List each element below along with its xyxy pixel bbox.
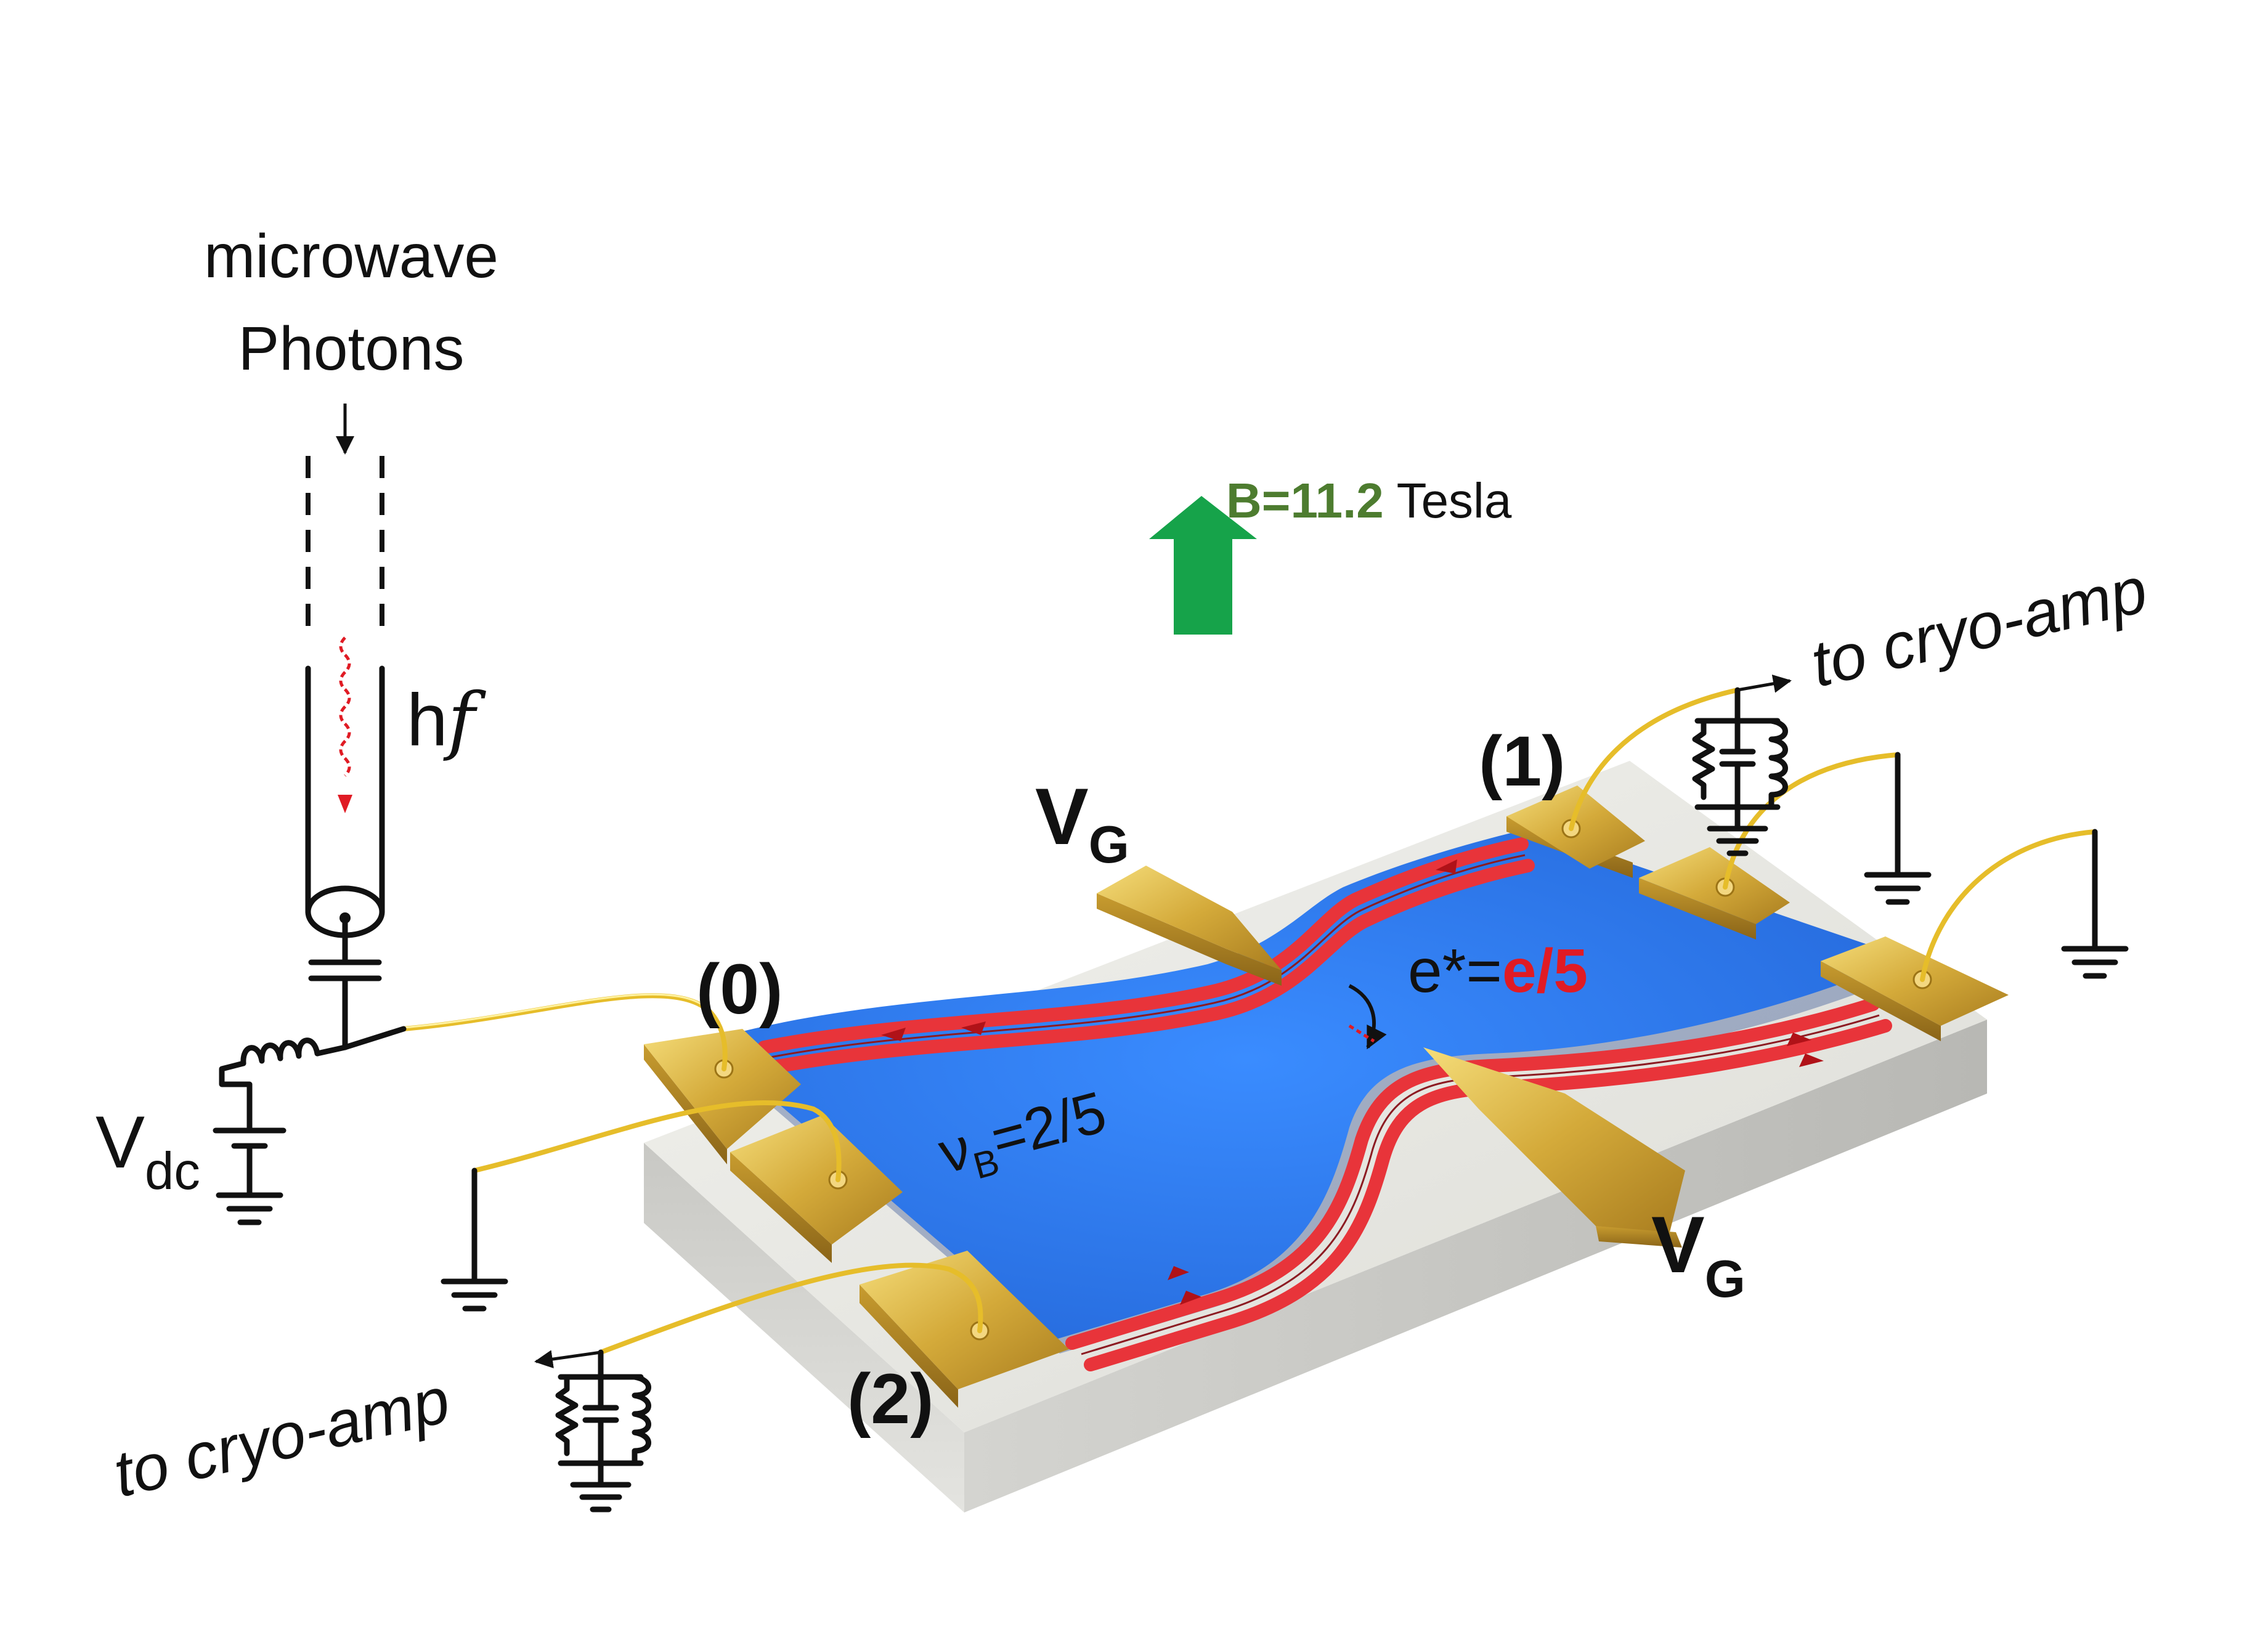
- label-contact-1: (1): [1479, 722, 1566, 801]
- gate-top: [1097, 866, 1282, 986]
- label-microwave: microwave: [204, 222, 498, 291]
- two-deg-mesa: [705, 829, 1913, 1354]
- rlc-left-inductor: [632, 1374, 651, 1466]
- bias-tee-node-to-contact: [342, 1026, 407, 1050]
- label-vg-top-sub: G: [1089, 816, 1129, 874]
- ground-icon-right-2: [2061, 829, 2129, 979]
- bias-tee: [219, 1026, 407, 1134]
- substrate-right-face: [964, 1020, 1987, 1512]
- gate-bottom: [1423, 1047, 1685, 1248]
- edge-channel-bottom-divider: [1081, 1014, 1880, 1355]
- label-field-unit: Tesla: [1384, 473, 1512, 528]
- mesa-body: [705, 829, 1907, 1340]
- label-vg-top-v: V: [1035, 771, 1089, 861]
- gate-top-face: [1097, 866, 1282, 970]
- contact-ground-right-1-side: [1639, 878, 1756, 940]
- coax-line: [305, 456, 385, 964]
- contact-2-face: [860, 1251, 1069, 1389]
- bond-wire-contact-0-highlight: [402, 993, 710, 1029]
- rlc-left: [534, 1349, 651, 1512]
- label-vg-bottom-v: V: [1651, 1200, 1705, 1289]
- rlc-right-inductor: [1768, 718, 1788, 810]
- rlc-left-resistor: [555, 1374, 579, 1456]
- rlc-right-resistor: [1692, 718, 1715, 800]
- contact-ground-left-side: [730, 1152, 832, 1263]
- edge-arrow-bot-3: [1168, 1266, 1189, 1280]
- capacitor-icon: [308, 959, 382, 1050]
- label-field: B=11.2 Tesla: [1226, 473, 1512, 528]
- contact-ground-right-2-pad: [1821, 936, 2009, 1041]
- label-contact-2: (2): [847, 1360, 934, 1439]
- bond-wire-ground-right-2: [1920, 829, 2097, 982]
- ground-icon-left: [441, 1167, 508, 1312]
- label-to-cryo-amp-left: to cryo-amp: [107, 1364, 456, 1511]
- contact-2-side: [860, 1285, 958, 1408]
- edge-channel-top-outer: [757, 837, 1529, 1054]
- wavy-arrow-icon: [339, 636, 351, 777]
- label-vg-top: VG: [1035, 771, 1129, 874]
- contact-0-side: [644, 1044, 727, 1164]
- edge-channel-top-inner: [757, 859, 1535, 1076]
- edge-direction-arrows: [881, 859, 1824, 1305]
- tunneling-dash: [1348, 1024, 1375, 1043]
- photon-wave: [338, 636, 352, 813]
- edge-arrow-bot-4: [1180, 1291, 1201, 1305]
- label-vdc: Vdc: [96, 1101, 200, 1201]
- inductor-icon: [240, 1037, 320, 1066]
- rlc-right: [1692, 674, 1792, 856]
- bond-wire-ground-right-1: [1723, 752, 1900, 890]
- bias-tee-node-to-inductor: [314, 1044, 348, 1057]
- edge-channel-bottom-inner: [1084, 1019, 1892, 1371]
- bond-wires: [401, 688, 2097, 1355]
- contact-ground-left-face: [730, 1115, 903, 1244]
- cryo-amp-right-arrow: [1737, 674, 1792, 693]
- inductor-to-battery-wire: [219, 1060, 253, 1134]
- label-charge-value: e/5: [1502, 936, 1588, 1005]
- gate-bottom-face: [1423, 1047, 1685, 1232]
- bond-wire-ground-left: [472, 1100, 842, 1182]
- gate-top-side: [1097, 893, 1282, 986]
- label-vg-bottom-sub: G: [1705, 1250, 1746, 1309]
- label-charge: e*=e/5: [1408, 936, 1588, 1005]
- label-charge-prefix: e*=: [1408, 936, 1502, 1005]
- contact-ground-right-1-face: [1639, 847, 1790, 924]
- edge-channels: [757, 837, 1892, 1371]
- edge-arrow-top-2: [961, 1021, 986, 1035]
- contact-0-face: [644, 1029, 801, 1149]
- label-vdc-sub: dc: [145, 1142, 200, 1201]
- ground-icon-vdc: [216, 1192, 283, 1225]
- label-field-value: B=11.2: [1226, 473, 1384, 528]
- bond-wire-contact-2: [598, 1262, 983, 1355]
- label-contact-0: (0): [696, 950, 783, 1029]
- contact-ground-right-2-side: [1821, 961, 1941, 1041]
- tunneling-arrow: [1348, 984, 1387, 1050]
- battery-icon: [213, 1127, 287, 1198]
- label-vdc-v: V: [96, 1101, 145, 1183]
- label-to-cryo-amp-right: to cryo-amp: [1805, 554, 2153, 701]
- label-photons: Photons: [238, 314, 465, 383]
- label-vg-bottom: VG: [1651, 1200, 1746, 1309]
- edge-arrow-bot-1: [1787, 1033, 1811, 1046]
- bond-wire-contact-1: [1569, 688, 1740, 831]
- edge-arrow-top-1: [881, 1028, 906, 1041]
- edge-channel-top-divider: [763, 854, 1526, 1060]
- edge-arrow-bot-2: [1799, 1053, 1824, 1067]
- cryo-amp-left-arrow: [534, 1350, 601, 1369]
- edge-arrow-top-3: [1436, 859, 1457, 874]
- contact-2-pad: [860, 1251, 1069, 1408]
- photon-arrowhead: [338, 795, 352, 813]
- ground-icon-right-1: [1864, 752, 1932, 905]
- edge-channel-bottom-outer: [1065, 997, 1880, 1350]
- bond-wire-contact-0: [401, 993, 728, 1071]
- label-hf: hf: [407, 678, 487, 763]
- label-hf-h: h: [407, 679, 448, 761]
- contact-ground-right-1-pad: [1639, 847, 1790, 940]
- up-arrow-icon: [1149, 496, 1257, 635]
- label-hf-f: f: [443, 678, 487, 763]
- substrate-front-face: [644, 1143, 964, 1512]
